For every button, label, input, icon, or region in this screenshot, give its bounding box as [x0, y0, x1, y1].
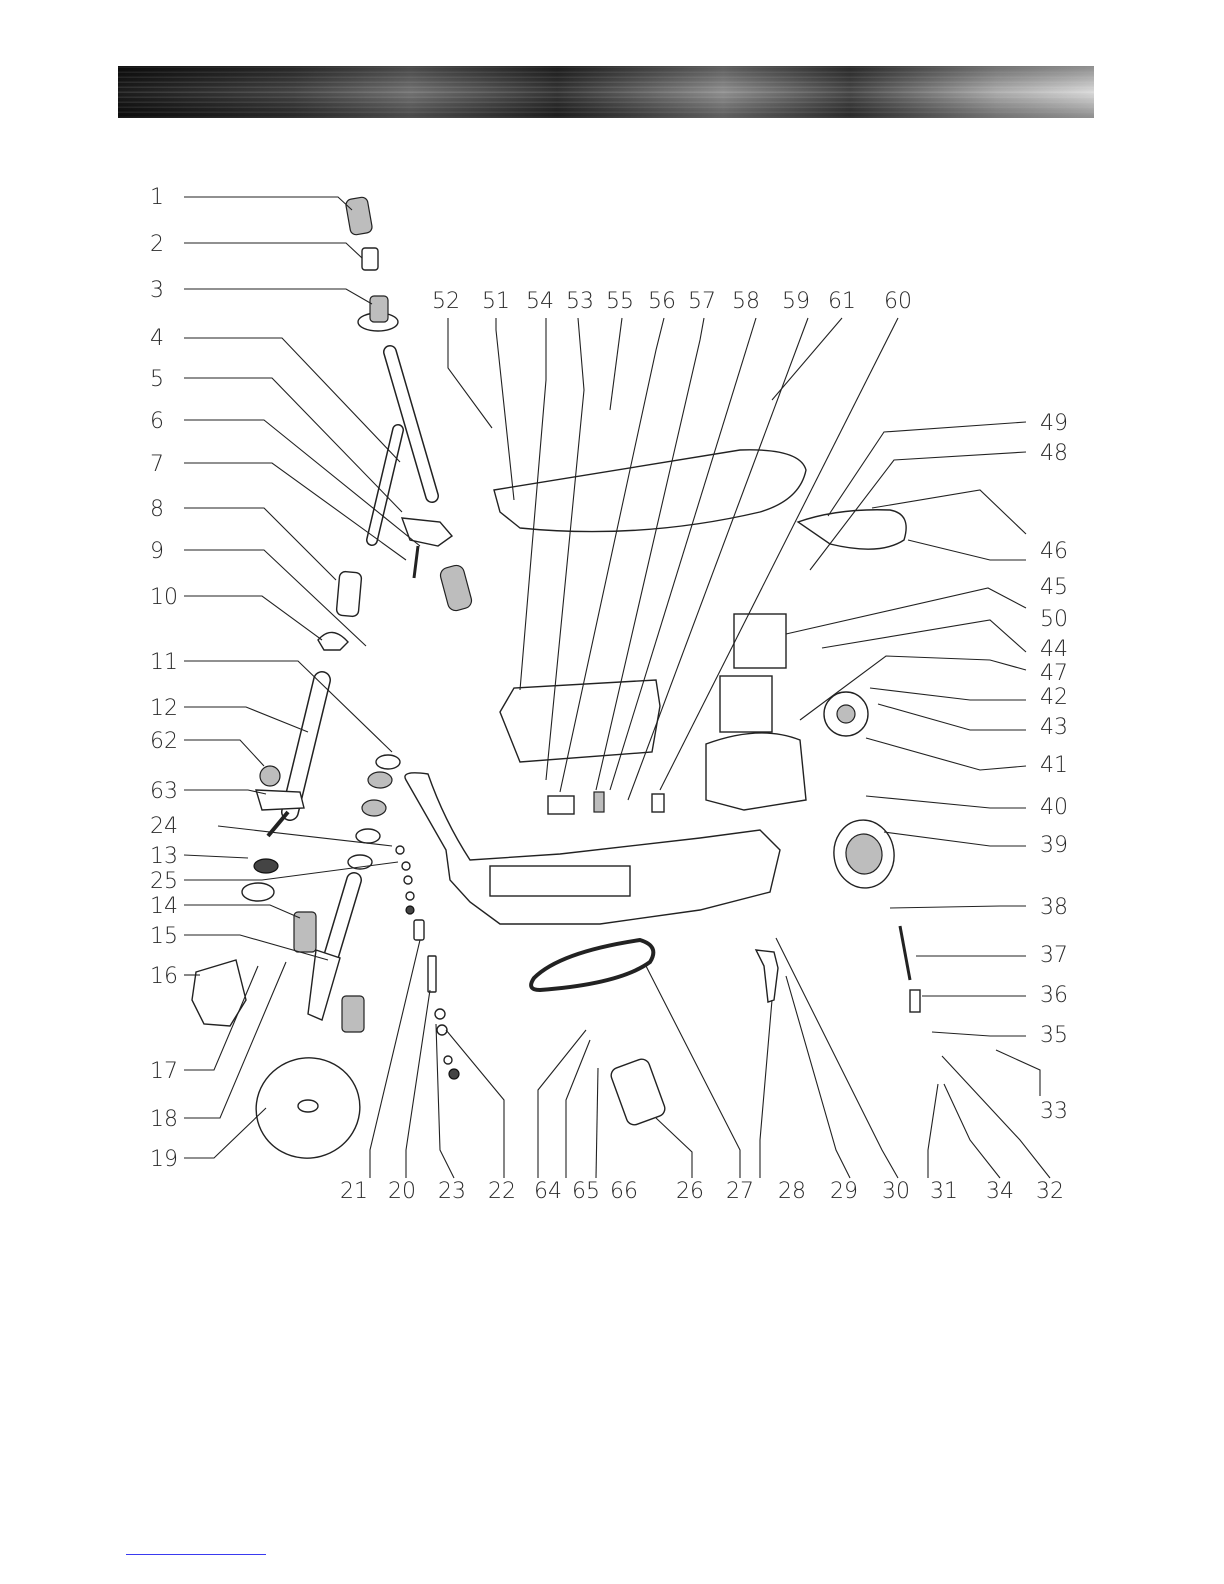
callout-label: 6 [150, 409, 164, 434]
callout-label: 23 [438, 1179, 466, 1204]
callout-label: 34 [986, 1179, 1014, 1204]
callout-label: 24 [150, 814, 178, 839]
callout-label: 3 [150, 278, 164, 303]
callout-label: 50 [1040, 607, 1068, 632]
callout-label: 37 [1040, 943, 1068, 968]
callout-label: 61 [828, 289, 856, 314]
callout-label: 63 [150, 779, 178, 804]
callout-label: 36 [1040, 983, 1068, 1008]
callout-label: 58 [732, 289, 760, 314]
callout-label: 1 [150, 185, 164, 210]
callout-label: 56 [648, 289, 676, 314]
callout-label: 38 [1040, 895, 1068, 920]
callout-label: 12 [150, 696, 178, 721]
callout-label: 25 [150, 869, 178, 894]
callout-label: 17 [150, 1059, 178, 1084]
callout-label: 65 [572, 1179, 600, 1204]
callout-label: 27 [726, 1179, 754, 1204]
callout-label: 55 [606, 289, 634, 314]
callout-label: 62 [150, 729, 178, 754]
callout-label: 51 [482, 289, 510, 314]
callout-label: 21 [340, 1179, 368, 1204]
callout-label: 30 [882, 1179, 910, 1204]
callout-label: 54 [526, 289, 554, 314]
callout-label: 59 [782, 289, 810, 314]
callout-label: 31 [930, 1179, 958, 1204]
callout-label: 40 [1040, 795, 1068, 820]
parts-drawing [192, 196, 920, 1169]
callout-label: 7 [150, 452, 164, 477]
callout-label: 10 [150, 585, 178, 610]
callout-label: 43 [1040, 715, 1068, 740]
callout-label: 41 [1040, 753, 1068, 778]
callout-label: 49 [1040, 411, 1068, 436]
callout-label: 13 [150, 844, 178, 869]
callout-label: 11 [150, 650, 178, 675]
callout-label: 64 [534, 1179, 562, 1204]
footer-rule [126, 1554, 266, 1555]
callout-label: 57 [688, 289, 716, 314]
callout-label: 9 [150, 539, 164, 564]
callout-label: 28 [778, 1179, 806, 1204]
callout-label: 60 [884, 289, 912, 314]
callout-label: 53 [566, 289, 594, 314]
callout-label: 45 [1040, 575, 1068, 600]
callout-label: 19 [150, 1147, 178, 1172]
callout-label: 35 [1040, 1023, 1068, 1048]
callout-label: 33 [1040, 1099, 1068, 1124]
callout-label: 44 [1040, 637, 1068, 662]
callout-label: 20 [388, 1179, 416, 1204]
callout-label: 4 [150, 326, 164, 351]
callout-label: 52 [432, 289, 460, 314]
callout-label: 29 [830, 1179, 858, 1204]
callout-label: 2 [150, 232, 164, 257]
callout-label: 18 [150, 1107, 178, 1132]
callout-label: 16 [150, 964, 178, 989]
callout-label: 42 [1040, 685, 1068, 710]
callout-label: 47 [1040, 661, 1068, 686]
callout-label: 8 [150, 497, 164, 522]
callout-label: 32 [1036, 1179, 1064, 1204]
callout-label: 5 [150, 367, 164, 392]
callout-label: 15 [150, 924, 178, 949]
callout-label: 22 [488, 1179, 516, 1204]
callout-label: 39 [1040, 833, 1068, 858]
callout-label: 66 [610, 1179, 638, 1204]
callout-label: 26 [676, 1179, 704, 1204]
callout-label: 46 [1040, 539, 1068, 564]
callout-label: 14 [150, 894, 178, 919]
callout-label: 48 [1040, 441, 1068, 466]
